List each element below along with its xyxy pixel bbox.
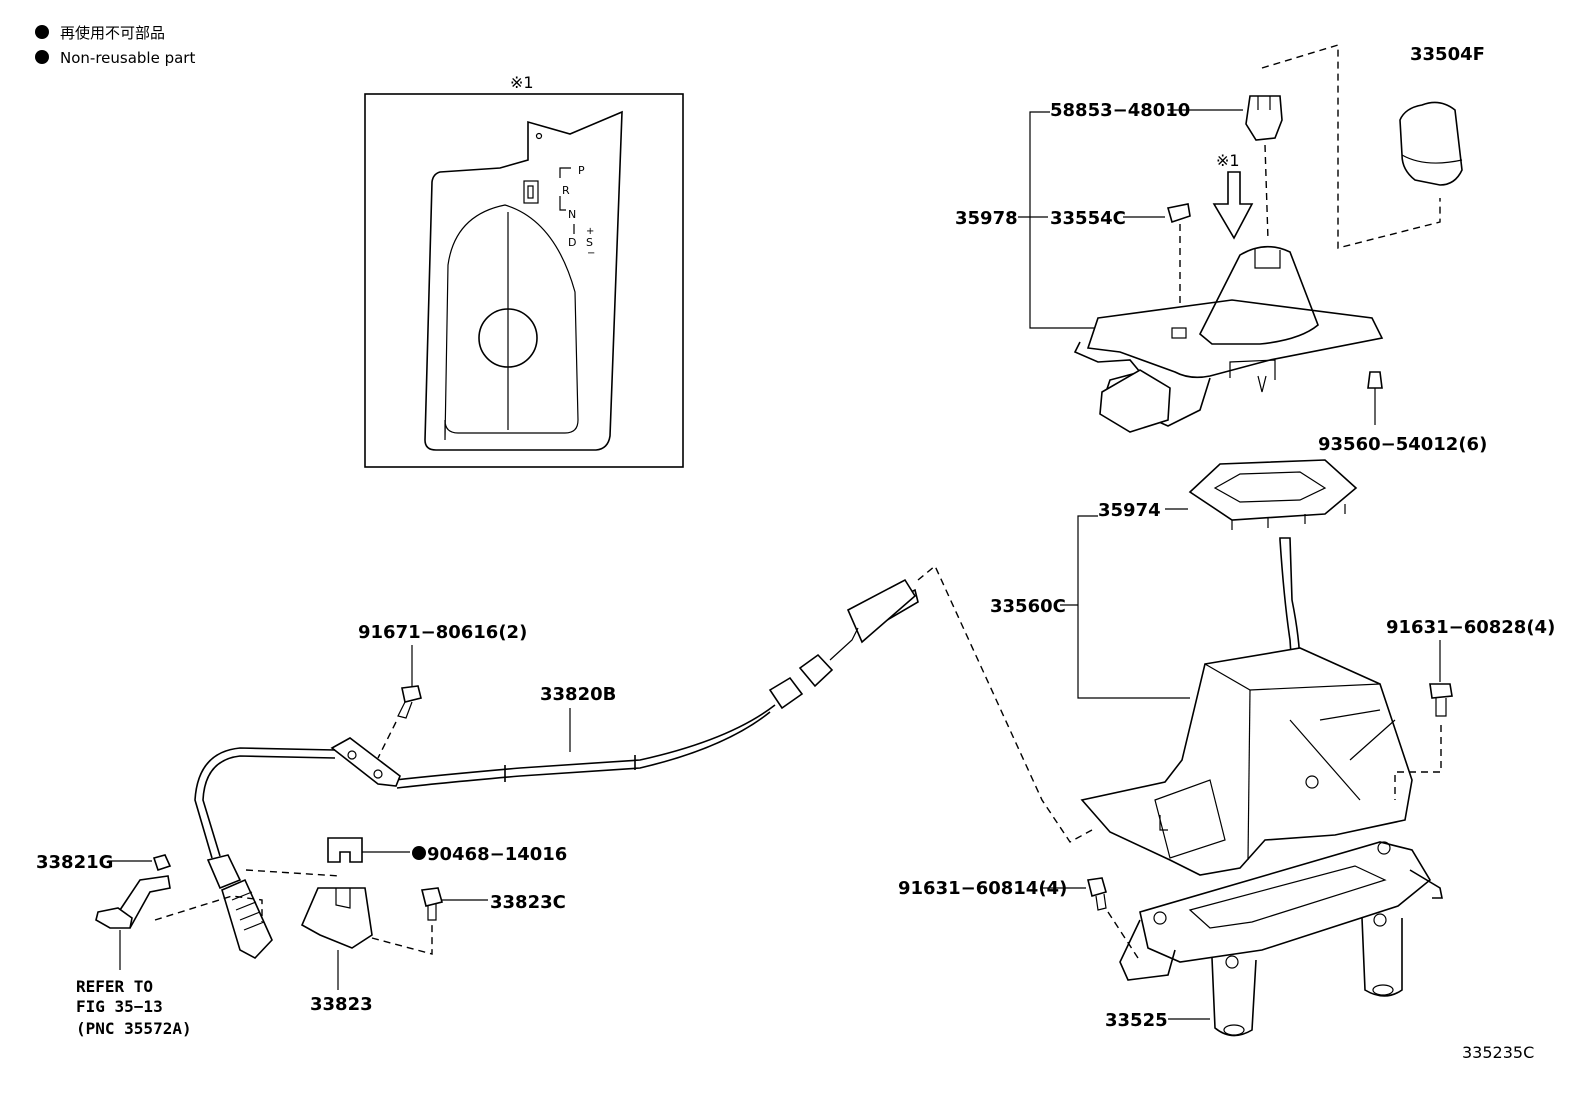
gate-d: D (568, 236, 576, 249)
clip-58853: 58853−48010 (1050, 95, 1283, 241)
gate-p: P (578, 164, 585, 177)
refer-line-1: REFER TO (76, 977, 153, 996)
clip-33821G: 33821G (36, 852, 263, 970)
plate-35974: 35974 (1098, 459, 1358, 530)
legend-bullet-icon (35, 25, 49, 39)
gate-n: N (568, 208, 576, 221)
label-33823: 33823 (310, 994, 373, 1015)
bolt-33823C: 33823C (421, 887, 566, 921)
bracket-33823: 33823 (300, 887, 433, 1015)
label-33525: 33525 (1105, 1010, 1168, 1031)
label-90468-14016: 90468−14016 (427, 844, 567, 865)
label-58853-48010: 58853−48010 (1050, 100, 1190, 121)
bolt-91631-60828: 91631−60828(4) (1386, 617, 1555, 800)
shift-cable-33820B: 33820B (194, 578, 919, 959)
refer-line-3: (PNC 35572A) (76, 1019, 192, 1038)
shift-knob: 33504F (1261, 44, 1485, 249)
gate-r: R (562, 184, 570, 197)
gate-plus: + (586, 226, 594, 237)
shift-lever-assembly: 33560C (990, 515, 1413, 876)
label-91671-80616: 91671−80616(2) (358, 622, 527, 643)
legend-bullet-icon (35, 50, 49, 64)
legend-item-ja: 再使用不可部品 (60, 24, 165, 42)
label-33820B: 33820B (540, 684, 616, 705)
inset-title: ※1 (510, 73, 534, 92)
base-bracket-33525: 33525 (1105, 841, 1443, 1037)
label-33823C: 33823C (490, 892, 566, 913)
screw-93560: 93560−54012(6) (1318, 371, 1487, 455)
arrow-note: ※1 (1216, 151, 1240, 170)
label-35978: 35978 (955, 208, 1018, 229)
bolt-91631-60814: 91631−60814(4) (898, 877, 1139, 959)
legend-item-en: Non-reusable part (60, 49, 195, 67)
console-group: 35978 33554C ※1 (955, 111, 1384, 433)
gate-s: S (586, 236, 593, 249)
label-33504F: 33504F (1410, 44, 1485, 65)
label-33560C: 33560C (990, 596, 1066, 617)
refer-note: REFER TO FIG 35−13 (PNC 35572A) (76, 977, 192, 1038)
screw-91671: 91671−80616(2) (358, 622, 527, 759)
inset-shift-panel: ※1 P R N D + S − (364, 73, 684, 468)
legend: 再使用不可部品 Non-reusable part (35, 24, 195, 67)
figure-id: 335235C (1462, 1043, 1534, 1062)
label-93560-54012: 93560−54012(6) (1318, 434, 1487, 455)
refer-line-2: FIG 35−13 (76, 997, 163, 1016)
label-33554C: 33554C (1050, 208, 1126, 229)
label-33821G: 33821G (36, 852, 113, 873)
clip-90468: 90468−14016 (327, 837, 567, 865)
non-reusable-icon (412, 846, 426, 860)
label-91631-60814: 91631−60814(4) (898, 878, 1067, 899)
gate-minus: − (587, 248, 595, 259)
cable-to-lever-link (917, 564, 1093, 843)
label-35974: 35974 (1098, 500, 1161, 521)
label-91631-60828: 91631−60828(4) (1386, 617, 1555, 638)
